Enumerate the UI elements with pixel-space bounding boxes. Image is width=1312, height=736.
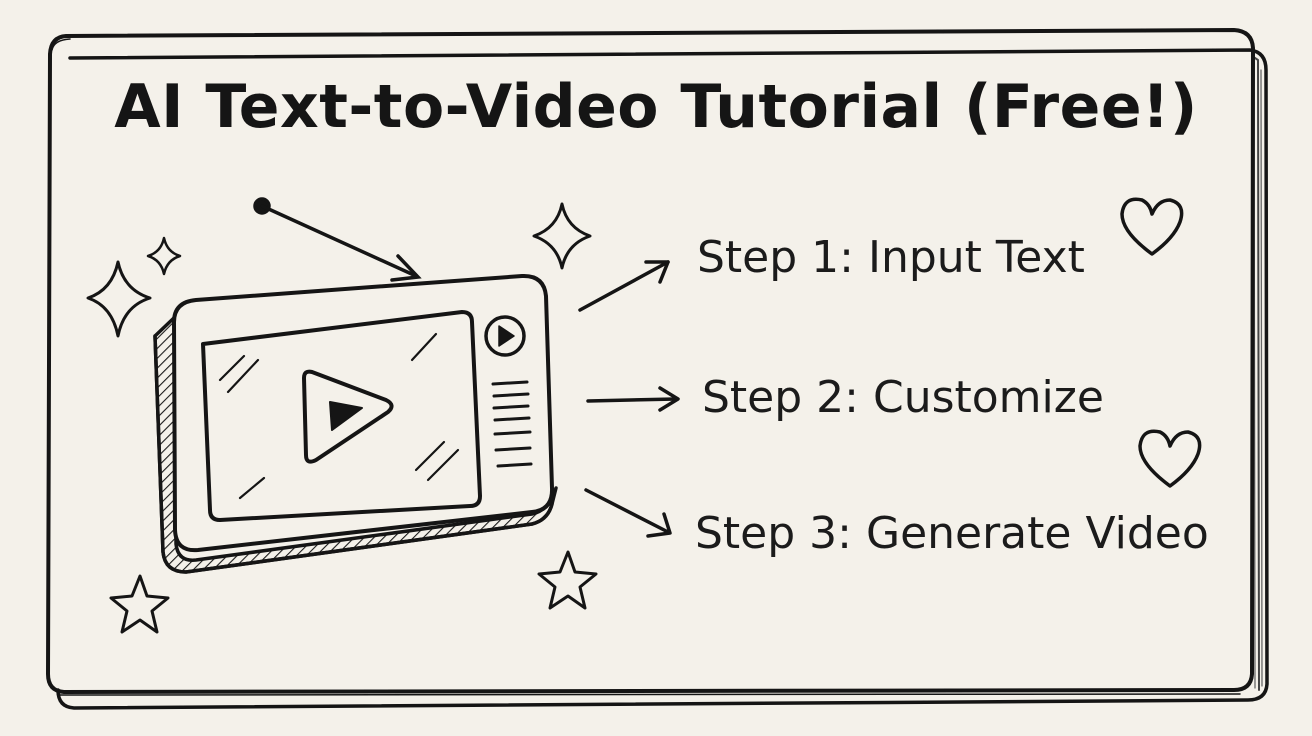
sparkle-icon — [532, 202, 592, 270]
tablet-video-player-icon — [153, 273, 558, 574]
step-arrows — [578, 260, 680, 538]
page-title: AI Text-to-Video Tutorial (Free!) — [114, 72, 1198, 142]
star-icon — [109, 574, 170, 634]
arrow-icon — [584, 488, 672, 538]
arrow-icon — [578, 260, 670, 312]
step-1-label: Step 1: Input Text — [697, 232, 1085, 283]
card-frame — [46, 28, 1269, 710]
pointer-arrow-icon — [253, 197, 422, 282]
arrow-icon — [586, 386, 680, 412]
star-icon — [537, 550, 598, 610]
step-3-label: Step 3: Generate Video — [695, 508, 1209, 559]
heart-icon — [1138, 429, 1202, 488]
sparkle-icon — [146, 236, 182, 276]
sparkle-icon — [86, 260, 152, 338]
step-2-label: Step 2: Customize — [702, 372, 1104, 423]
heart-icon — [1120, 197, 1184, 256]
